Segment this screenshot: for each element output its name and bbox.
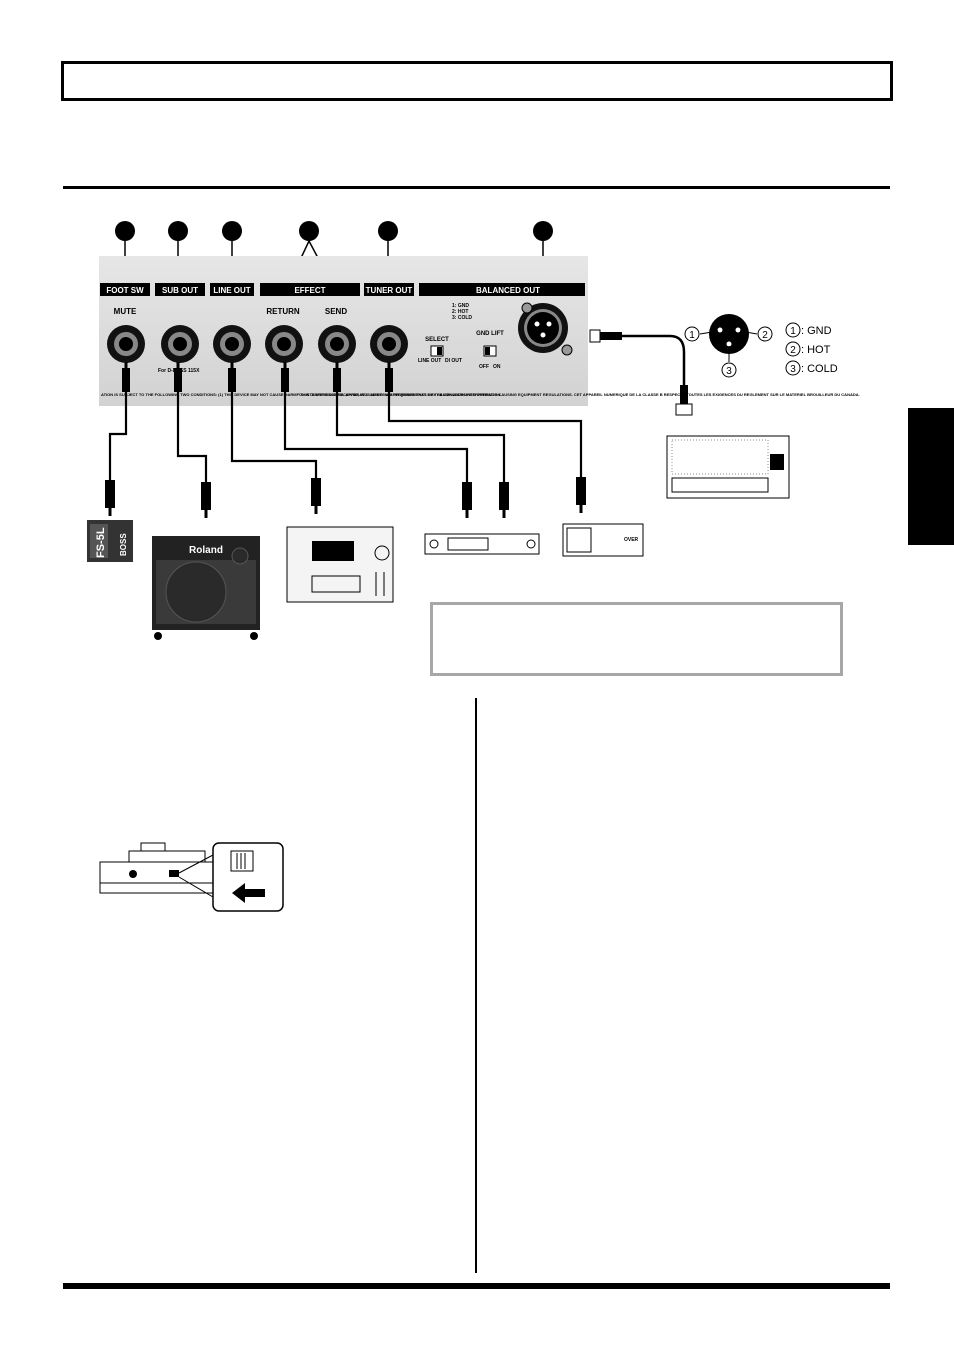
tuner-illustration: OVER (562, 523, 644, 557)
xlr-plug-mixer-end (675, 385, 693, 416)
gnd-lift-on-label: ON (493, 364, 501, 370)
label-effect: EFFECT (294, 286, 325, 295)
fcc-text-right: THIS CLASS B DIGITAL APPARATUS MEETS ALL… (300, 392, 860, 397)
pin-number-3: 3 (726, 366, 732, 377)
section-title-box (61, 61, 893, 101)
jack-line-out (213, 325, 251, 363)
xlr-legend: 1 : GND 2 : HOT 3 : COLD (785, 322, 838, 376)
label-mute: MUTE (114, 307, 137, 316)
legend-cold: : COLD (801, 363, 838, 375)
note-box (430, 602, 843, 676)
footswitch-brand: BOSS (119, 533, 128, 556)
label-foot-sw: FOOT SW (106, 286, 144, 295)
plugs (105, 329, 693, 518)
xlr-socket (518, 302, 573, 356)
chapter-side-tab (908, 408, 954, 545)
bottom-rule (63, 1283, 890, 1289)
footswitch-model: FS-5L (95, 527, 107, 558)
legend-num-2: 2 (790, 345, 796, 356)
pinout-1: 1: GND (452, 303, 469, 309)
jack-sockets (107, 325, 408, 363)
jack-sub-out (161, 325, 199, 363)
label-gnd-lift: GND LIFT (476, 331, 504, 337)
tuner-label: OVER (624, 537, 639, 543)
pinout-3: 3: COLD (452, 315, 472, 321)
pin-number-1: 1 (689, 330, 695, 341)
select-right-label: DI OUT (445, 358, 462, 364)
legend-gnd: : GND (801, 325, 832, 337)
column-divider (475, 698, 477, 1273)
gnd-lift-off-label: OFF (479, 364, 489, 370)
switch-detail-illustration (99, 842, 284, 912)
jack-foot-sw (107, 325, 145, 363)
label-return: RETURN (266, 307, 300, 316)
pin-number-2: 2 (762, 330, 768, 341)
label-sub-out: SUB OUT (162, 286, 198, 295)
label-select: SELECT (425, 337, 449, 343)
select-left-label: LINE OUT (418, 358, 441, 364)
jack-return (265, 325, 303, 363)
xlr-pin-diagram: 1 2 3 (684, 314, 773, 378)
recorder-illustration (286, 526, 394, 603)
amp-brand: Roland (189, 545, 223, 556)
fcc-text-left: ATION IS SUBJECT TO THE FOLLOWING TWO CO… (101, 392, 501, 397)
label-balanced-out: BALANCED OUT (476, 286, 540, 295)
cables (108, 334, 686, 482)
label-tuner-out: TUNER OUT (366, 286, 413, 295)
mixer-illustration (666, 435, 790, 499)
amp-illustration: Roland (152, 536, 260, 640)
legend-num-1: 1 (790, 326, 796, 337)
rack-effects-illustration (424, 533, 540, 555)
jack-send (318, 325, 356, 363)
legend-num-3: 3 (790, 364, 796, 375)
arrow-left-icon (232, 883, 265, 903)
pinout-2: 2: HOT (452, 309, 468, 315)
legend-hot: : HOT (801, 344, 831, 356)
label-send: SEND (325, 307, 347, 316)
xlr-plug-panel-end (589, 329, 622, 343)
connection-diagram: FOOT SW SUB OUT LINE OUT EFFECT TUNER OU… (87, 221, 860, 640)
label-line-out: LINE OUT (213, 286, 250, 295)
footswitch-illustration: FS-5L BOSS (87, 520, 133, 562)
jack-tuner-out (370, 325, 408, 363)
top-rule (63, 186, 890, 189)
